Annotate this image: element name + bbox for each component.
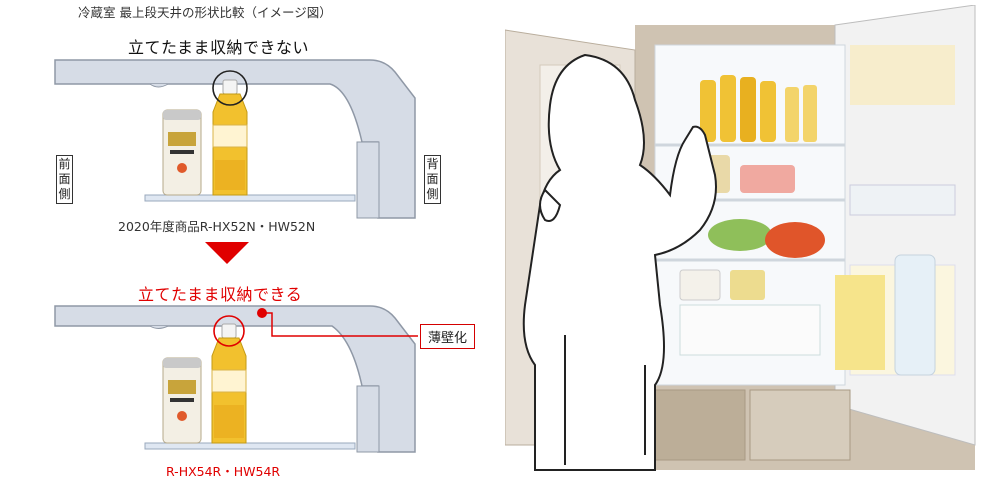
tea-bottle-icon	[211, 323, 247, 444]
woman-silhouette	[522, 53, 717, 471]
interference-circle	[212, 70, 248, 106]
refrigerator-photo	[505, 5, 976, 471]
bottom-shelf	[144, 442, 356, 450]
tea-bottle-icon	[212, 79, 248, 196]
bottom-heading: 立てたまま収納できる	[138, 285, 303, 304]
top-heading: 立てたまま収納できない	[128, 38, 310, 57]
back-side-label-top: 背面側	[424, 155, 441, 204]
thin-wall-callout: 薄壁化	[420, 324, 476, 349]
top-ceiling-diagram	[54, 59, 416, 219]
beer-can-icon	[162, 109, 202, 196]
top-shelf	[144, 194, 356, 202]
bottom-ceiling-diagram	[54, 305, 418, 453]
top-model-label: 2020年度商品R-HX52N・HW52N	[118, 219, 316, 234]
front-side-label-top: 前面側	[56, 155, 73, 204]
beer-can-icon	[162, 357, 202, 444]
bottom-model-label: R-HX54R・HW54R	[166, 464, 281, 479]
bottle-row-icon	[700, 75, 817, 142]
fit-circle	[213, 315, 245, 347]
down-arrow-icon	[205, 242, 249, 264]
diagram-caption: 冷蔵室 最上段天井の形状比較（イメージ図）	[78, 5, 332, 20]
